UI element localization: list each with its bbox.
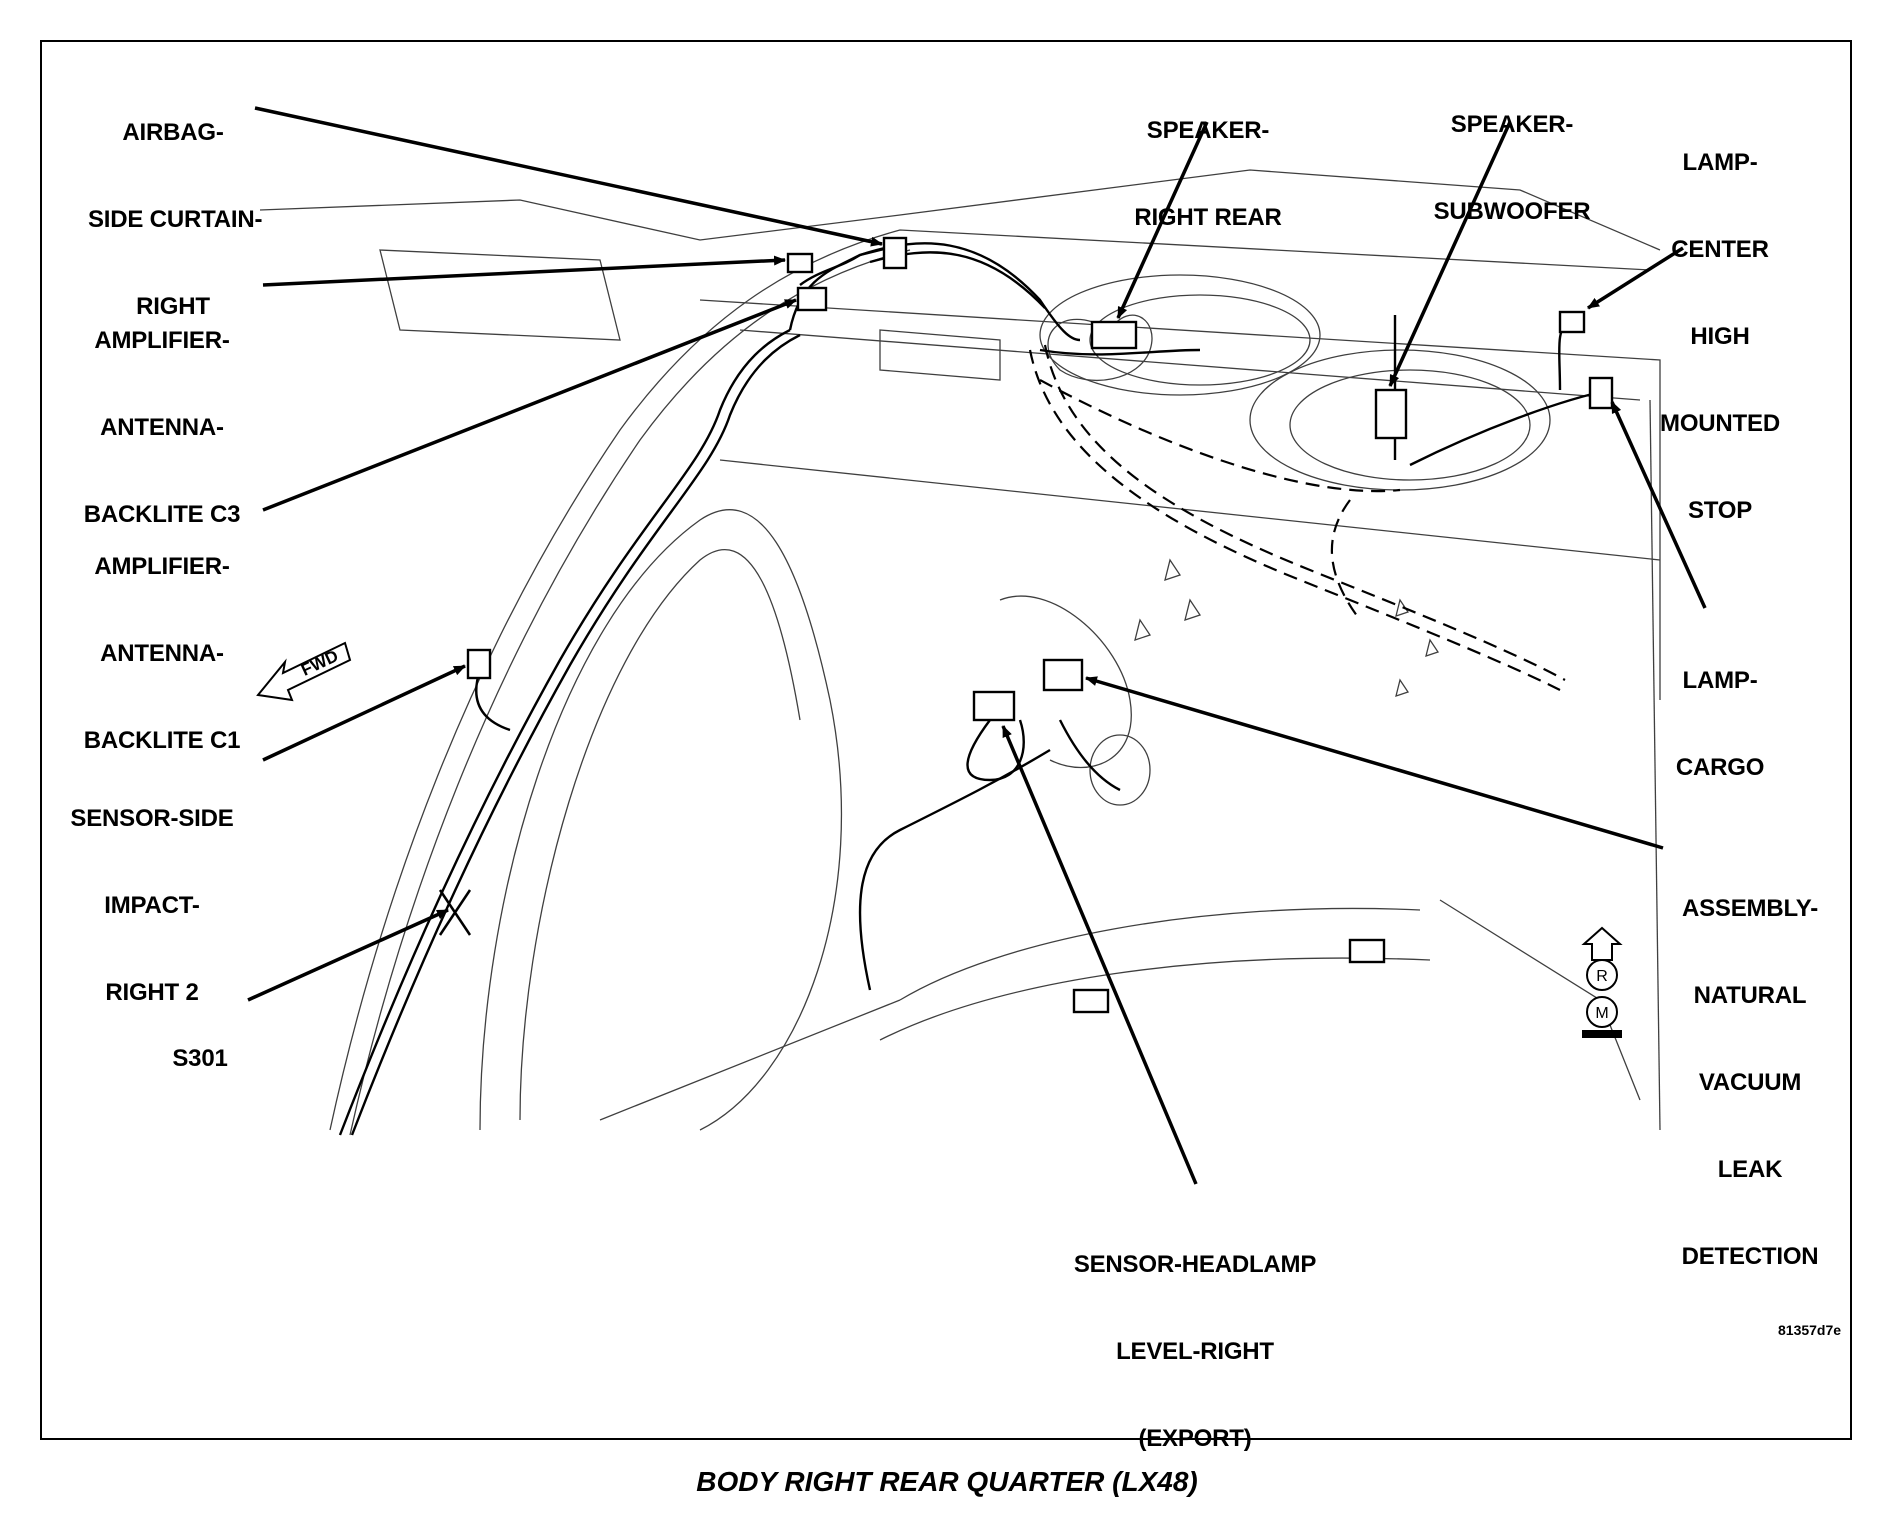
label-airbag-side-curtain-right: AIRBAG- SIDE CURTAIN- RIGHT	[88, 119, 263, 320]
subwoofer-connector	[1374, 388, 1408, 440]
headlamp-sensor-connector	[972, 690, 1016, 722]
label-amplifier-antenna-backlite-c3: AMPLIFIER- ANTENNA- BACKLITE C3	[83, 327, 241, 528]
leader-arrows	[247, 106, 1707, 1185]
diagram-frame	[40, 40, 1852, 1440]
wire-harness	[338, 242, 1611, 1136]
fwd-arrow: FWD	[256, 641, 352, 702]
figure-caption: BODY RIGHT REAR QUARTER (LX48)	[696, 1466, 1198, 1497]
floor-connector	[1072, 988, 1110, 1014]
nvld-connector	[1042, 658, 1084, 692]
label-speaker-right-rear: SPEAKER- RIGHT REAR	[1134, 117, 1282, 231]
airbag-connector	[882, 236, 908, 270]
amp-c3-connector	[786, 252, 814, 274]
figure-code: 81357d7e	[1778, 1322, 1842, 1338]
label-assembly-natural-vacuum-leak-detection: ASSEMBLY- NATURAL VACUUM LEAK DETECTION	[1681, 895, 1819, 1270]
label-sensor-headlamp-level-right-export: SENSOR-HEADLAMP LEVEL-RIGHT (EXPORT)	[1073, 1251, 1317, 1452]
cargo-lamp-connector	[1588, 376, 1614, 410]
chms-connector	[1558, 310, 1586, 334]
dashed-harness-route	[1028, 344, 1566, 691]
label-sensor-side-impact-right-2: SENSOR-SIDE IMPACT- RIGHT 2	[70, 805, 234, 1006]
label-lamp-center-high-mounted-stop: LAMP- CENTER HIGH MOUNTED STOP	[1660, 149, 1780, 524]
rm-m: M	[1595, 1005, 1608, 1022]
label-lamp-cargo: LAMP- CARGO	[1675, 667, 1765, 781]
floor-connector-2	[1348, 938, 1386, 964]
label-speaker-subwoofer: SPEAKER- SUBWOOFER	[1433, 111, 1591, 225]
side-impact-sensor-connector	[466, 648, 492, 680]
s301-splice-mark	[438, 889, 472, 936]
label-s301: S301	[172, 1045, 228, 1072]
label-amplifier-antenna-backlite-c1: AMPLIFIER- ANTENNA- BACKLITE C1	[83, 553, 241, 754]
speaker-rr-connector	[1090, 320, 1138, 350]
amp-c1-connector	[796, 286, 828, 312]
connectors	[466, 236, 1614, 1014]
rm-view-marker: R M	[1581, 926, 1623, 1038]
rm-r: R	[1596, 968, 1608, 985]
